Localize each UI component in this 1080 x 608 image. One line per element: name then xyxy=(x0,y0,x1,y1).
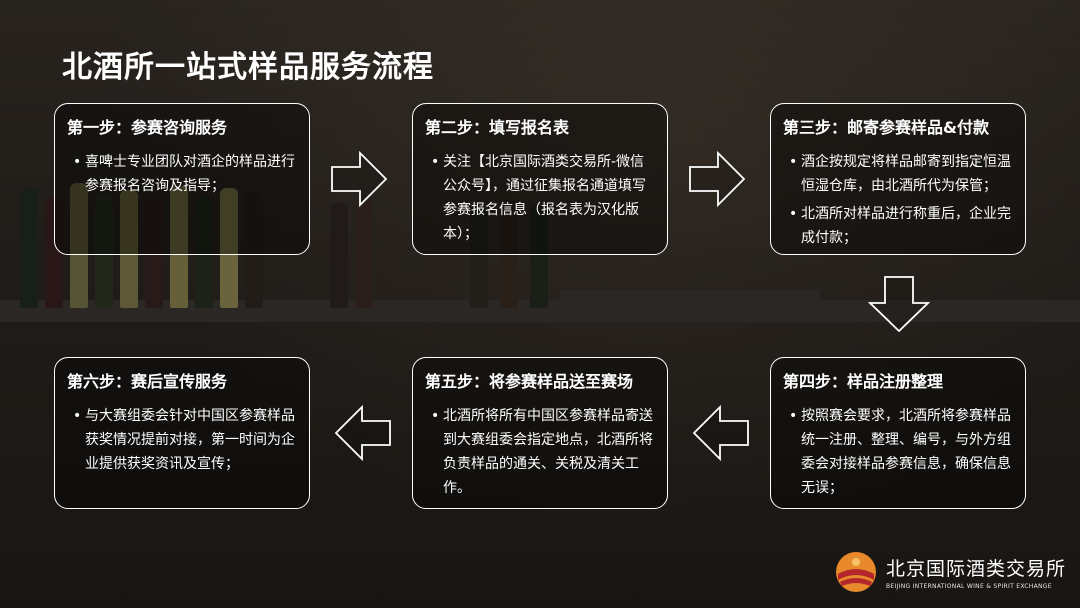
step-list: 关注【北京国际酒类交易所-微信公众号】，通过征集报名通道填写参赛报名信息（报名表… xyxy=(425,150,655,246)
logo-name-en: BEIJING INTERNATIONAL WINE & SPIRIT EXCH… xyxy=(886,583,1066,590)
arrow-left-icon xyxy=(692,404,750,462)
step-card-3: 第三步：邮寄参赛样品&付款 酒企按规定将样品邮寄到指定恒温恒湿仓库，由北酒所代为… xyxy=(770,103,1026,255)
step-heading: 第六步：赛后宣传服务 xyxy=(67,368,297,392)
arrow-left-icon xyxy=(334,404,392,462)
arrow-down-icon xyxy=(868,275,930,333)
step-item: 与大赛组委会针对中国区参赛样品获奖情况提前对接，第一时间为企业提供获奖资讯及宣传… xyxy=(73,404,297,476)
step-list: 酒企按规定将样品邮寄到指定恒温恒湿仓库，由北酒所代为保管； 北酒所对样品进行称重… xyxy=(783,150,1013,250)
step-heading: 第三步：邮寄参赛样品&付款 xyxy=(783,114,1013,138)
step-item: 北酒所将所有中国区参赛样品寄送到大赛组委会指定地点，北酒所将负责样品的通关、关税… xyxy=(431,404,655,500)
step-item: 关注【北京国际酒类交易所-微信公众号】，通过征集报名通道填写参赛报名信息（报名表… xyxy=(431,150,655,246)
step-card-1: 第一步：参赛咨询服务 喜啤士专业团队对酒企的样品进行参赛报名咨询及指导； xyxy=(54,103,310,255)
step-item: 按照赛会要求，北酒所将参赛样品统一注册、整理、编号，与外方组委会对接样品参赛信息… xyxy=(789,404,1013,500)
step-list: 按照赛会要求，北酒所将参赛样品统一注册、整理、编号，与外方组委会对接样品参赛信息… xyxy=(783,404,1013,500)
step-heading: 第二步：填写报名表 xyxy=(425,114,655,138)
company-logo: 北京国际酒类交易所 BEIJING INTERNATIONAL WINE & S… xyxy=(834,550,1066,594)
arrow-right-icon xyxy=(330,150,388,208)
step-list: 北酒所将所有中国区参赛样品寄送到大赛组委会指定地点，北酒所将负责样品的通关、关税… xyxy=(425,404,655,500)
step-list: 与大赛组委会针对中国区参赛样品获奖情况提前对接，第一时间为企业提供获奖资讯及宣传… xyxy=(67,404,297,476)
logo-name-cn: 北京国际酒类交易所 xyxy=(886,554,1066,581)
step-card-2: 第二步：填写报名表 关注【北京国际酒类交易所-微信公众号】，通过征集报名通道填写… xyxy=(412,103,668,255)
step-item: 酒企按规定将样品邮寄到指定恒温恒湿仓库，由北酒所代为保管； xyxy=(789,150,1013,198)
step-card-4: 第四步：样品注册整理 按照赛会要求，北酒所将参赛样品统一注册、整理、编号，与外方… xyxy=(770,357,1026,509)
step-heading: 第五步：将参赛样品送至赛场 xyxy=(425,368,655,392)
step-list: 喜啤士专业团队对酒企的样品进行参赛报名咨询及指导； xyxy=(67,150,297,198)
step-item: 喜啤士专业团队对酒企的样品进行参赛报名咨询及指导； xyxy=(73,150,297,198)
page-title: 北酒所一站式样品服务流程 xyxy=(62,42,434,86)
step-heading: 第一步：参赛咨询服务 xyxy=(67,114,297,138)
logo-text: 北京国际酒类交易所 BEIJING INTERNATIONAL WINE & S… xyxy=(886,554,1066,590)
step-card-5: 第五步：将参赛样品送至赛场 北酒所将所有中国区参赛样品寄送到大赛组委会指定地点，… xyxy=(412,357,668,509)
logo-emblem-icon xyxy=(834,550,878,594)
arrow-right-icon xyxy=(688,150,746,208)
step-item: 北酒所对样品进行称重后，企业完成付款； xyxy=(789,202,1013,250)
step-card-6: 第六步：赛后宣传服务 与大赛组委会针对中国区参赛样品获奖情况提前对接，第一时间为… xyxy=(54,357,310,509)
step-heading: 第四步：样品注册整理 xyxy=(783,368,1013,392)
